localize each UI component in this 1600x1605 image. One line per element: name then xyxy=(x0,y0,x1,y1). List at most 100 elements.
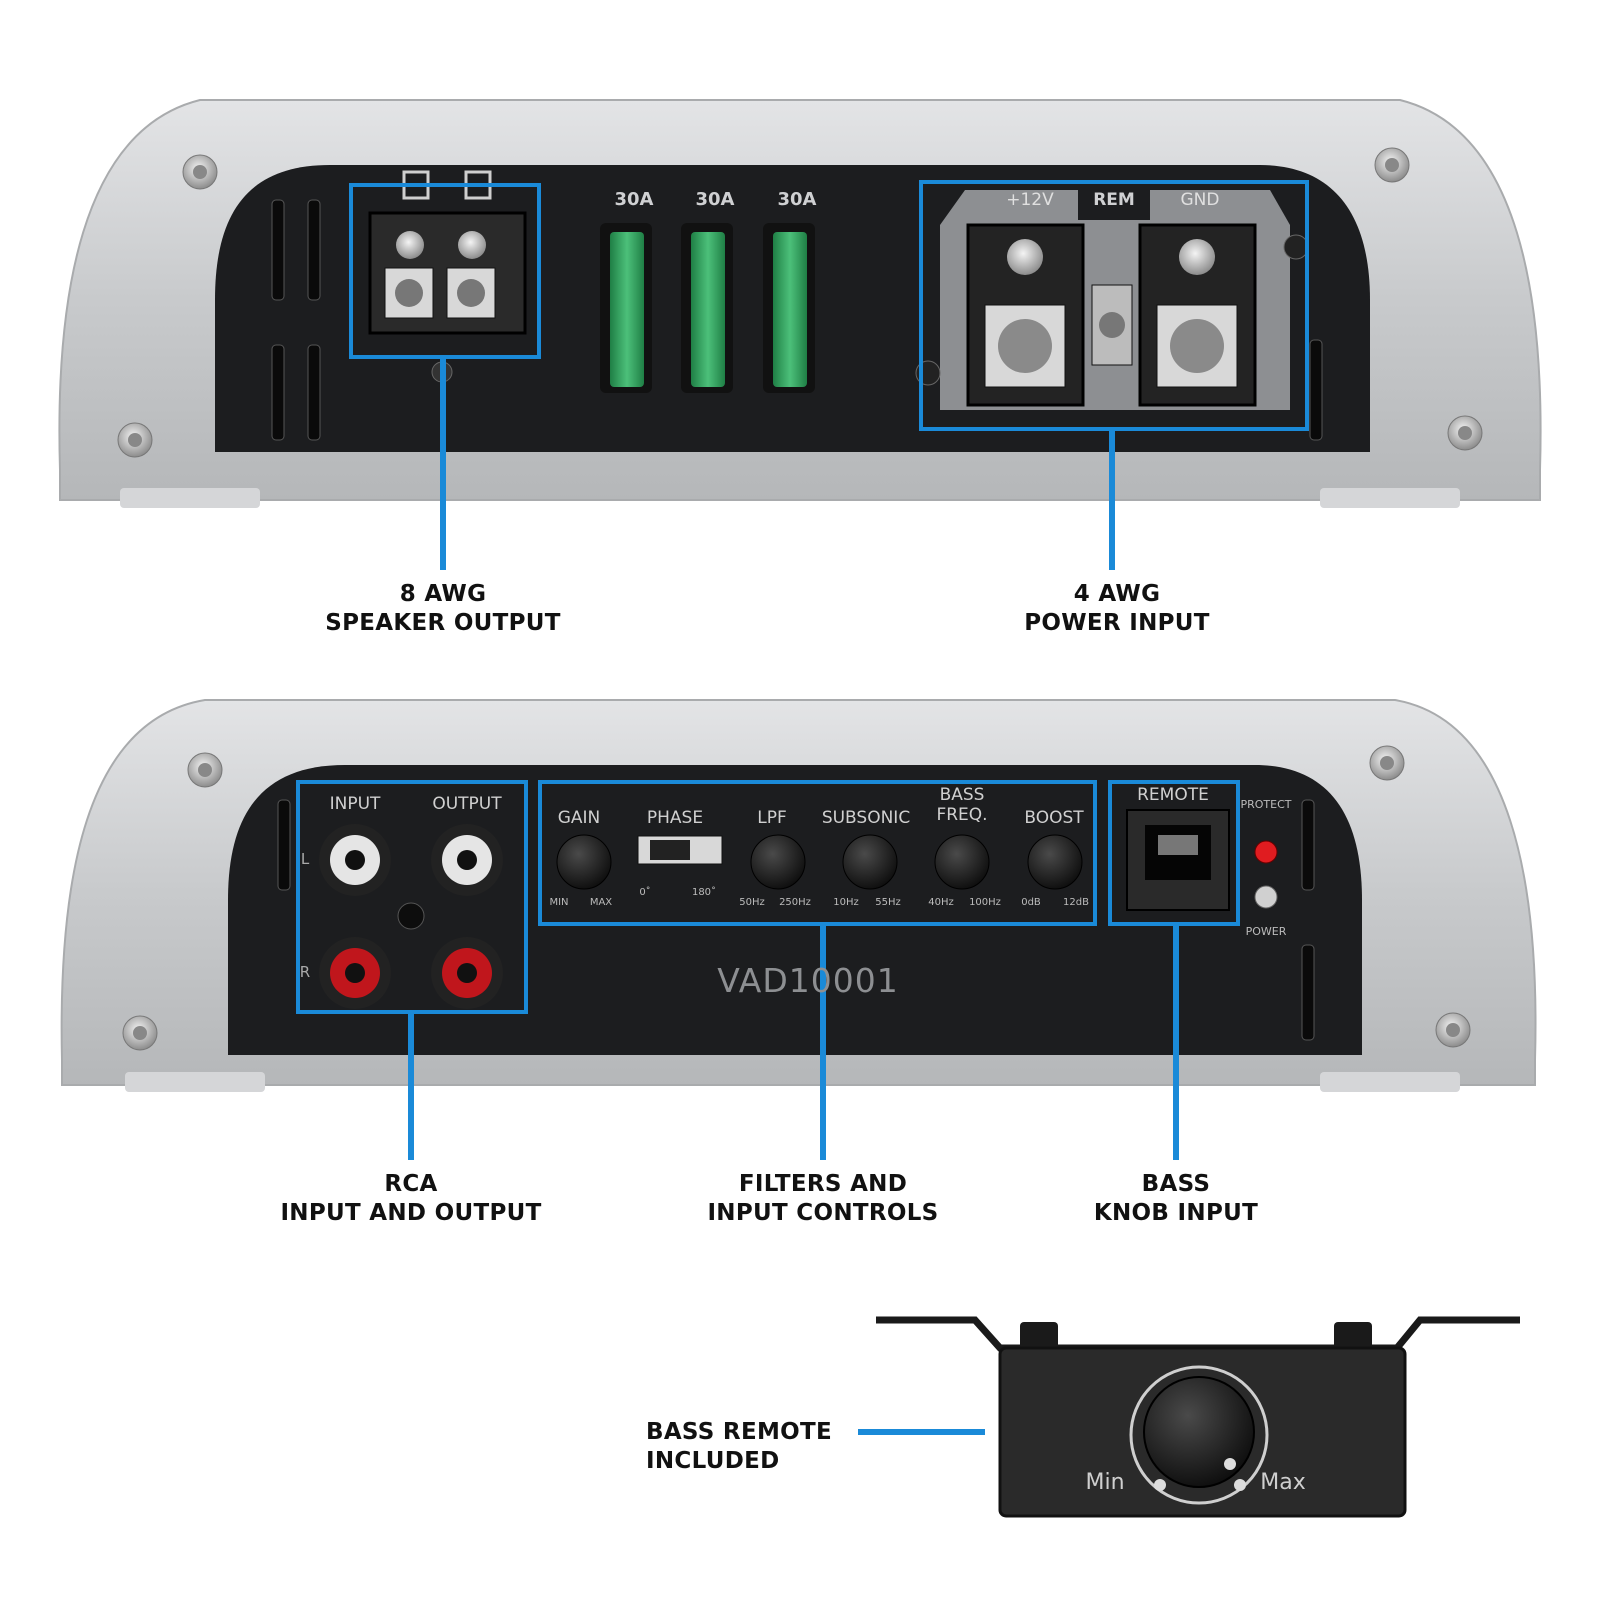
bass-remote: Min Max xyxy=(858,1316,1520,1518)
screw-icon xyxy=(122,1015,158,1051)
mount-foot xyxy=(1320,1072,1460,1092)
mount-foot xyxy=(125,1072,265,1092)
speaker-output-callout: 8 AWG SPEAKER OUTPUT xyxy=(298,580,588,638)
screw-icon xyxy=(1435,1012,1471,1048)
power-led xyxy=(1254,885,1278,909)
power-terminal-block xyxy=(915,185,1323,441)
remote-knob xyxy=(1143,1376,1255,1488)
subsonic-min-label: 10Hz xyxy=(833,897,859,908)
rca-right-label: R xyxy=(300,963,310,981)
bass-remote-callout: BASS REMOTE INCLUDED xyxy=(646,1418,866,1476)
min-dot xyxy=(1154,1479,1166,1491)
remote-dial-ring xyxy=(1129,1365,1269,1505)
gain-min-label: MIN xyxy=(549,897,568,908)
boost-knob xyxy=(1027,834,1083,890)
bass-freq-knob xyxy=(934,834,990,890)
remote-label: REMOTE xyxy=(1137,785,1209,805)
boost-max-label: 12dB xyxy=(1063,897,1089,908)
vent-slot xyxy=(1301,944,1315,1041)
rca-center-screw xyxy=(397,902,425,930)
callout-line1: 4 AWG xyxy=(1073,581,1161,607)
callout-line2: POWER INPUT xyxy=(1024,610,1210,636)
bass-freq-label-line1: BASS xyxy=(940,785,985,805)
top-amplifier: 30A 30A 30A +12V REM GND xyxy=(58,99,1542,570)
rca-output-left xyxy=(431,824,503,896)
screw-icon xyxy=(1447,415,1483,451)
bass-freq-max-label: 100Hz xyxy=(969,897,1001,908)
gain-label: GAIN xyxy=(558,808,601,828)
remote-port xyxy=(1126,809,1230,911)
vent-slot xyxy=(277,799,291,891)
fuse-labels: 30A 30A 30A xyxy=(615,189,817,210)
screw-icon xyxy=(182,154,218,190)
subsonic-label: SUBSONIC xyxy=(822,808,910,828)
rca-input-right xyxy=(319,937,391,1009)
callout-line2: INCLUDED xyxy=(646,1448,780,1474)
rca-jacks xyxy=(319,824,503,1009)
screw-icon xyxy=(187,752,223,788)
remote-min-label: Min xyxy=(1085,1470,1124,1495)
fuse-rating-label: 30A xyxy=(615,189,654,210)
callout-line1: BASS xyxy=(1141,1171,1211,1197)
vent-slot xyxy=(307,344,321,441)
bottom-amplifier: INPUT OUTPUT L R GAIN MIN MAX PHASE 0˚ 1… xyxy=(60,699,1537,1160)
callout-line2: INPUT AND OUTPUT xyxy=(280,1200,542,1226)
rca-callout: RCA INPUT AND OUTPUT xyxy=(261,1170,561,1228)
callout-line1: BASS REMOTE xyxy=(646,1419,832,1445)
vent-slot xyxy=(271,344,285,441)
callout-line2: INPUT CONTROLS xyxy=(707,1200,939,1226)
rca-input-left xyxy=(319,824,391,896)
mount-foot xyxy=(1320,488,1460,508)
callout-line2: KNOB INPUT xyxy=(1093,1200,1259,1226)
model-number: VAD10001 xyxy=(717,961,898,1000)
bass-freq-label-line2: FREQ. xyxy=(936,805,987,825)
protect-led xyxy=(1254,840,1278,864)
plus12v-label: +12V xyxy=(1006,190,1054,210)
phase-low-label: 0˚ xyxy=(639,886,650,898)
callout-line2: SPEAKER OUTPUT xyxy=(325,610,561,636)
callout-line1: FILTERS AND xyxy=(738,1171,908,1197)
screw-icon xyxy=(1369,745,1405,781)
gain-max-label: MAX xyxy=(590,897,612,908)
rca-output-label: OUTPUT xyxy=(432,794,502,814)
mount-foot xyxy=(120,488,260,508)
callout-line1: 8 AWG xyxy=(399,581,487,607)
phase-label: PHASE xyxy=(647,808,703,828)
vent-slot xyxy=(271,199,285,301)
phase-high-label: 180˚ xyxy=(692,886,716,898)
vent-slot xyxy=(1301,799,1315,891)
gain-knob xyxy=(556,834,612,890)
bass-knob-callout: BASS KNOB INPUT xyxy=(1046,1170,1306,1228)
fuse-bank xyxy=(600,223,815,393)
power-input-callout: 4 AWG POWER INPUT xyxy=(972,580,1262,638)
control-knobs xyxy=(556,834,1083,890)
gnd-label: GND xyxy=(1181,190,1220,210)
boost-label: BOOST xyxy=(1024,808,1084,828)
protect-label: PROTECT xyxy=(1240,798,1291,811)
fuse xyxy=(681,223,733,393)
rca-input-label: INPUT xyxy=(330,794,381,814)
screw-icon xyxy=(1374,147,1410,183)
fuse-rating-label: 30A xyxy=(778,189,817,210)
filters-highlight xyxy=(538,780,1097,926)
fuse xyxy=(763,223,815,393)
vent-slot xyxy=(307,199,321,301)
screw-icon xyxy=(117,422,153,458)
lpf-knob xyxy=(750,834,806,890)
rem-label: REM xyxy=(1093,190,1135,210)
lpf-label: LPF xyxy=(757,808,787,828)
subsonic-max-label: 55Hz xyxy=(875,897,901,908)
max-dot xyxy=(1234,1479,1246,1491)
lpf-min-label: 50Hz xyxy=(739,897,765,908)
bottom-black-panel xyxy=(228,765,1362,1055)
fuse-rating-label: 30A xyxy=(696,189,735,210)
filters-callout: FILTERS AND INPUT CONTROLS xyxy=(673,1170,973,1228)
phase-switch xyxy=(637,835,723,865)
bass-freq-min-label: 40Hz xyxy=(928,897,954,908)
rca-left-label: L xyxy=(301,850,310,868)
fuse xyxy=(600,223,652,393)
lpf-max-label: 250Hz xyxy=(779,897,811,908)
subsonic-knob xyxy=(842,834,898,890)
